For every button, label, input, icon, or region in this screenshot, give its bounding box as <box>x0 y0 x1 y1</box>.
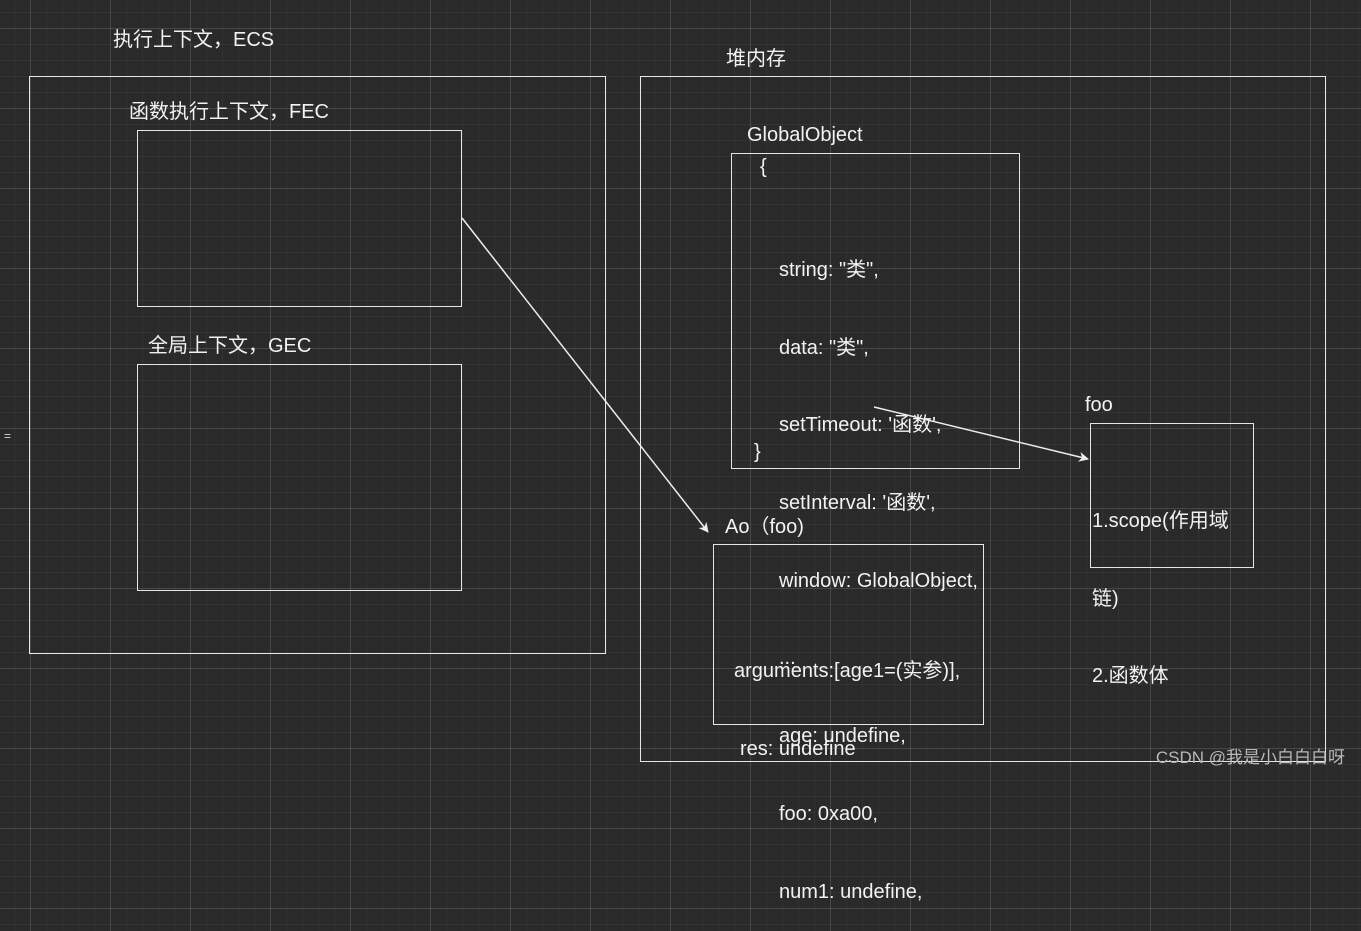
activation-object-line: arguments:[age1=(实参)], <box>734 659 961 682</box>
foo-object-title: foo <box>1085 394 1113 416</box>
foo-object-box[interactable] <box>1090 423 1254 568</box>
edge-collapse-handle[interactable]: = <box>4 429 12 443</box>
property-line: data: "类", <box>779 336 869 359</box>
watermark: CSDN @我是小白白白呀 <box>1155 748 1345 767</box>
ecs-title: 执行上下文，ECS <box>113 29 275 51</box>
activation-object-title: Ao（foo) <box>725 516 804 538</box>
property-line: window: GlobalObject, <box>779 569 978 592</box>
foo-object-content: 1.scope(作用域 链) 2.函数体 <box>1092 457 1229 716</box>
fec-title: 函数执行上下文，FEC <box>129 101 329 123</box>
heap-title: 堆内存 <box>726 48 786 70</box>
activation-object-content: arguments:[age1=(实参)], res: undefine <box>734 607 960 788</box>
property-line: setTimeout: '函数', <box>779 414 942 437</box>
activation-object-line: res: undefine <box>740 737 856 760</box>
global-object-box[interactable] <box>731 153 1020 469</box>
gec-title: 全局上下文，GEC <box>148 335 312 357</box>
property-line: foo: 0xa00, <box>779 802 878 825</box>
foo-object-line: 2.函数体 <box>1092 665 1169 688</box>
global-object-open-brace: { <box>760 156 767 178</box>
activation-object-box[interactable] <box>713 544 984 725</box>
property-line: num1: undefine, <box>779 880 923 903</box>
property-line: age: undefine, <box>779 725 906 748</box>
property-line: setInterval: '函数', <box>779 491 936 514</box>
global-object-close-brace: } <box>754 441 761 463</box>
fec-box[interactable] <box>137 130 462 307</box>
property-line: string: "类", <box>779 258 879 281</box>
gec-box[interactable] <box>137 364 462 591</box>
foo-object-line: 链) <box>1092 587 1119 610</box>
property-line: ... <box>779 647 796 670</box>
foo-object-line: 1.scope(作用域 <box>1092 509 1229 532</box>
global-object-title: GlobalObject <box>747 124 863 146</box>
